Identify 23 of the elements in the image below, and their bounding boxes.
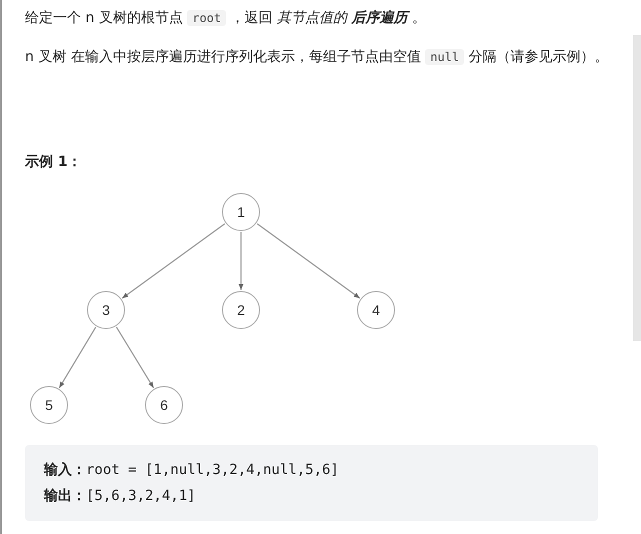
tree-node: 1 bbox=[222, 193, 260, 231]
tree-node: 4 bbox=[357, 291, 395, 329]
code-line: 输出：[5,6,3,2,4,1] bbox=[44, 487, 197, 506]
section-heading: 示例 1： bbox=[25, 154, 82, 170]
tree-node: 2 bbox=[222, 291, 260, 329]
tree-node: 6 bbox=[145, 386, 183, 424]
arrow bbox=[238, 232, 244, 290]
text: ，返回 bbox=[230, 10, 273, 26]
text: 其节点值的 bbox=[277, 10, 348, 26]
inline-code: root bbox=[187, 10, 226, 26]
inline-code: null bbox=[425, 49, 464, 65]
text: 。 bbox=[412, 10, 426, 26]
text: n 叉树 在输入中按层序遍历进行序列化表示，每组子节点由空值 bbox=[25, 49, 421, 65]
text: 分隔（请参见示例）。 bbox=[468, 49, 609, 65]
arrow bbox=[256, 223, 360, 299]
arrow bbox=[58, 326, 96, 388]
arrow bbox=[122, 223, 226, 299]
arrow bbox=[116, 326, 154, 388]
text: 后序遍历 bbox=[352, 10, 408, 26]
tree-node: 3 bbox=[87, 291, 125, 329]
code-line: 输入：root = [1,null,3,2,4,null,5,6] bbox=[44, 461, 340, 480]
text: 给定一个 n 叉树的根节点 bbox=[25, 10, 183, 26]
tree-node: 5 bbox=[30, 386, 68, 424]
